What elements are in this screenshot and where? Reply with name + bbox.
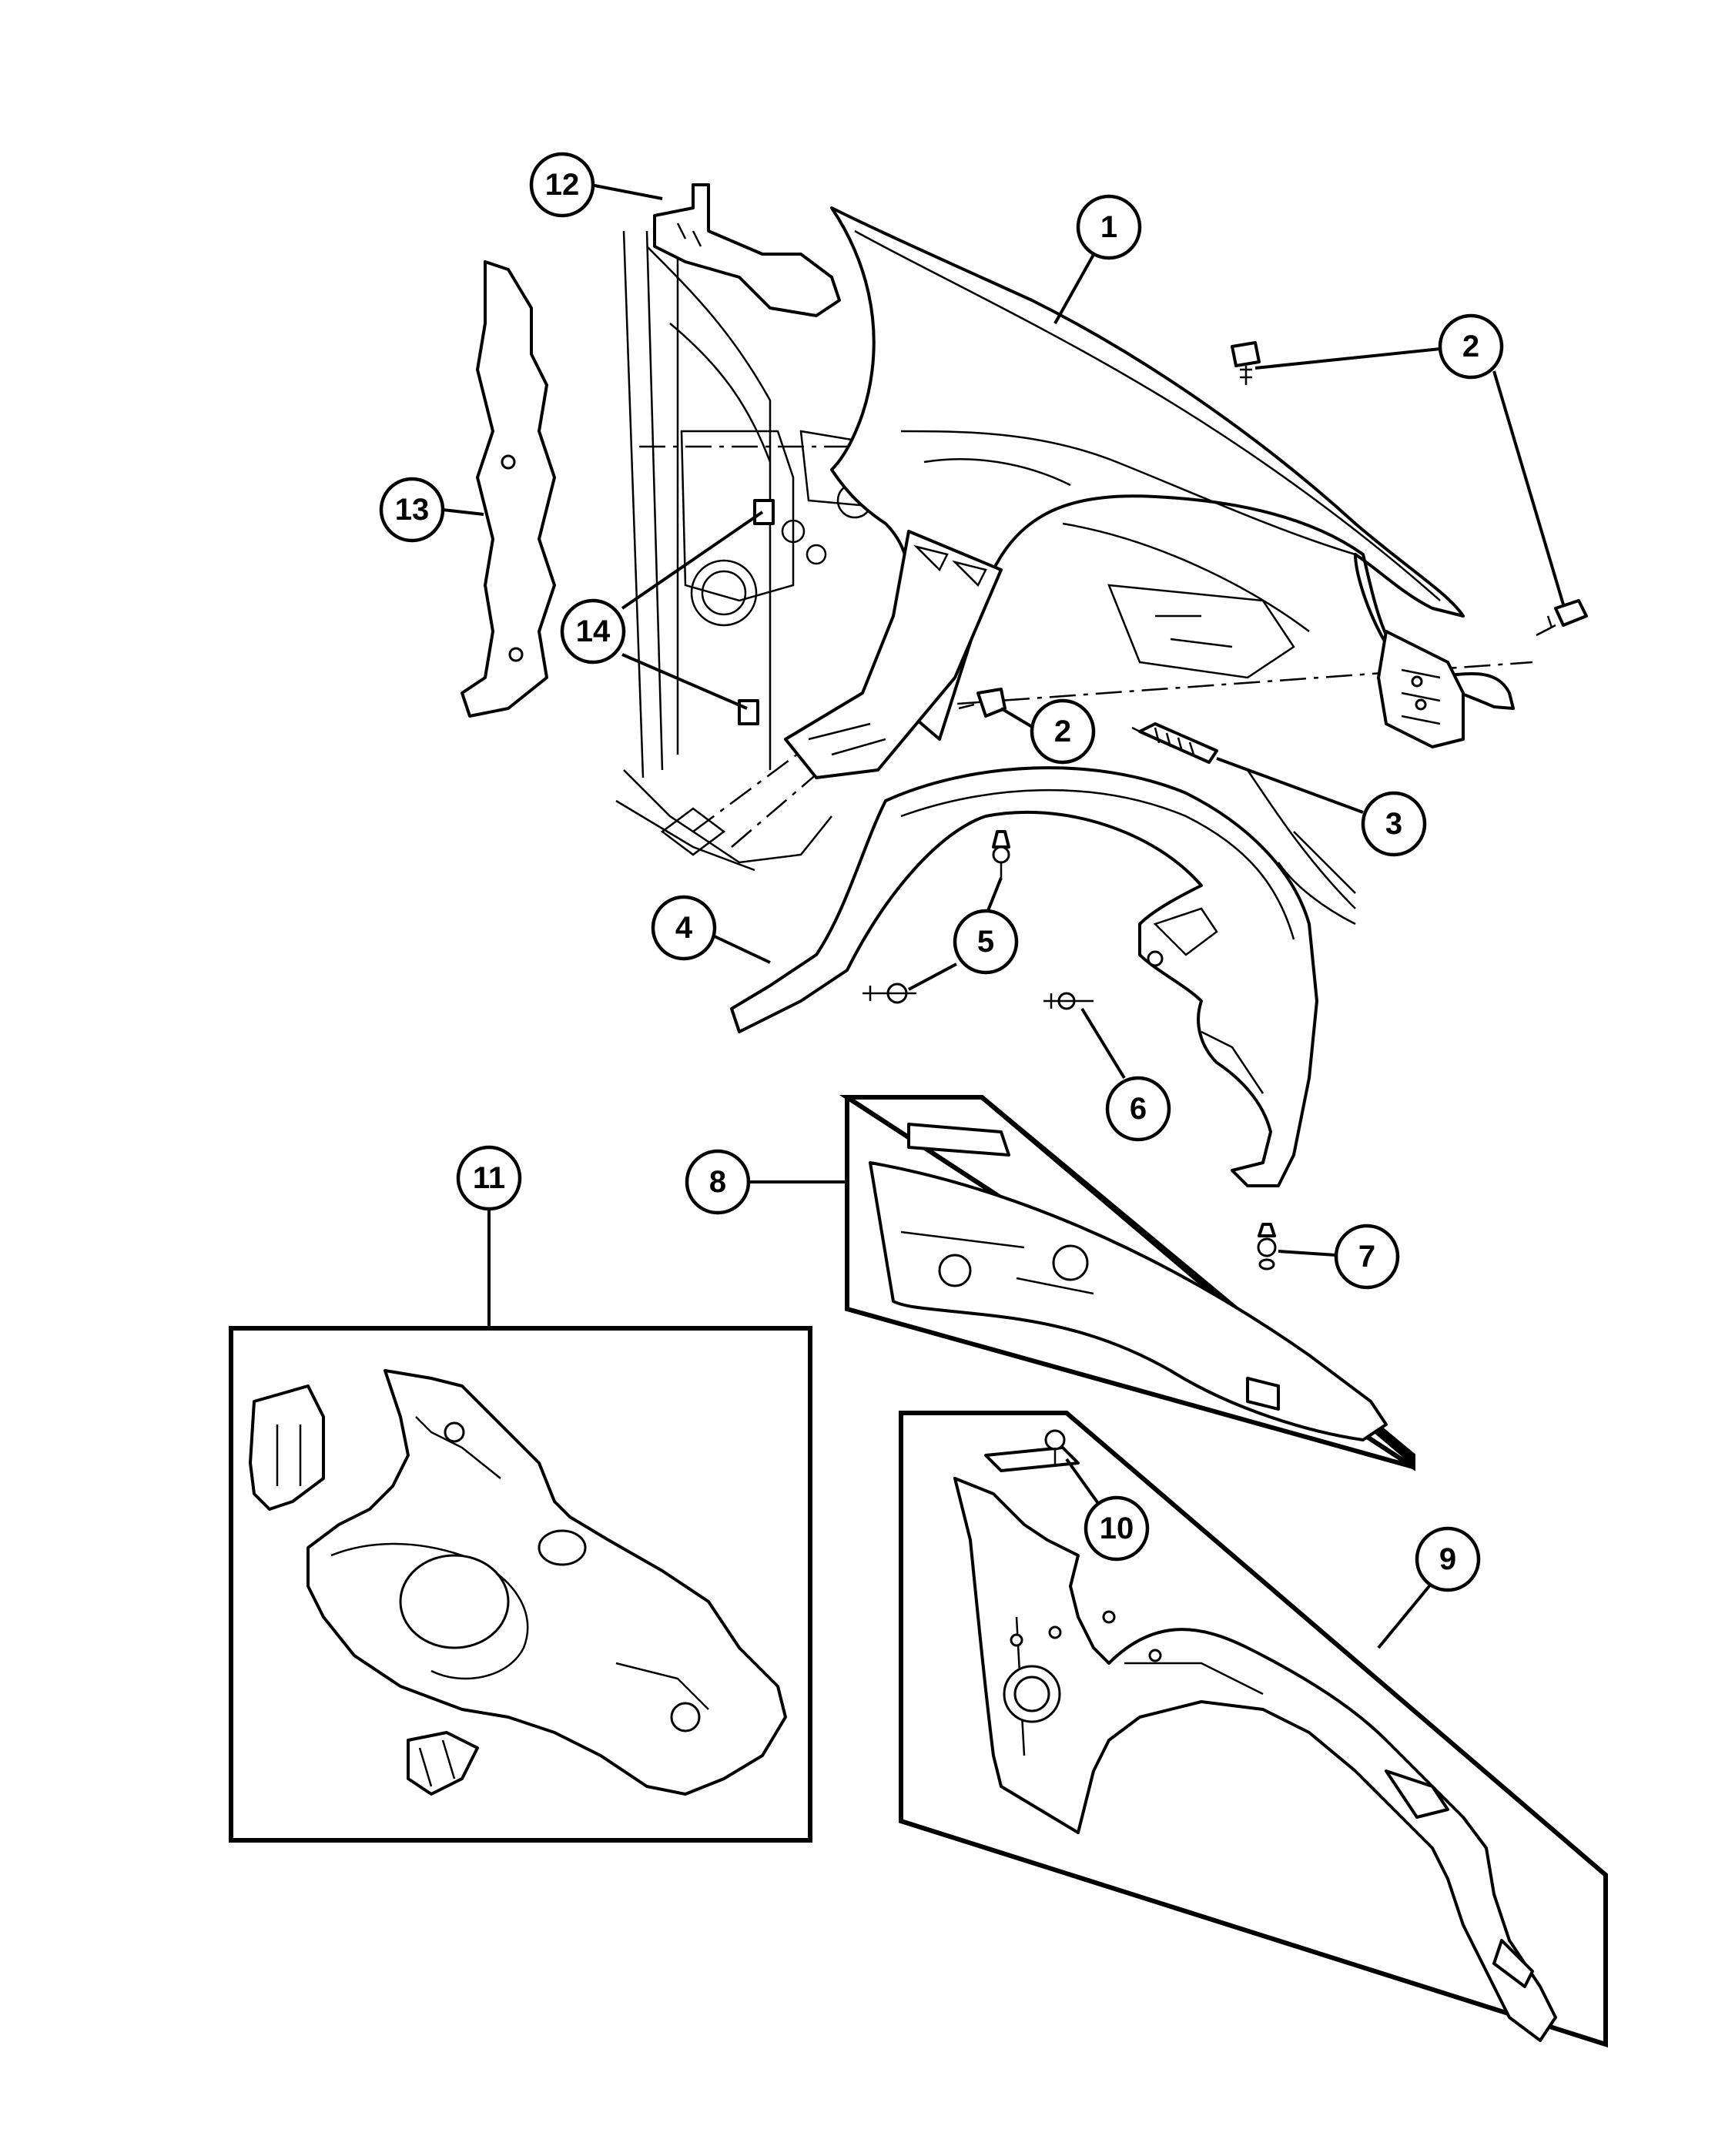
clip-14 [738,499,775,725]
leader-4 [704,930,771,964]
callout-12: 12 [529,152,595,218]
part-8-group [839,1095,1415,1471]
callout-1: 1 [1076,194,1142,260]
leader-6 [1080,1007,1126,1080]
callout-2a-label: 2 [1462,330,1479,363]
callout-7-label: 7 [1358,1240,1375,1274]
callout-4: 4 [651,895,717,961]
callout-7: 7 [1334,1224,1400,1290]
fastener-5 [862,830,1010,1004]
leader-12 [590,183,663,200]
bolt-2 [958,341,1588,718]
fender-liner-front [784,530,1003,779]
callout-5: 5 [953,909,1019,975]
leader-3 [1216,757,1364,814]
callout-13-label: 13 [395,493,430,527]
bracket-12 [653,183,841,317]
callout-11-label: 11 [473,1161,505,1195]
leader-2a [1254,346,1449,370]
callout-6-label: 6 [1130,1092,1147,1126]
leader-2b [1000,707,1035,729]
leader-lines [442,183,1565,1649]
bracket-10 [984,1429,1080,1472]
callout-3-label: 3 [1385,807,1402,841]
callout-6: 6 [1105,1076,1171,1142]
callout-4-label: 4 [675,911,693,945]
callout-2a: 2 [1438,313,1504,380]
part-11-group [229,1326,812,1843]
leader-13 [442,508,484,516]
callout-10: 10 [1084,1495,1150,1562]
fastener-6 [1043,992,1094,1010]
leader-14b [621,653,748,710]
callout-8: 8 [685,1149,751,1215]
callout-13: 13 [379,477,445,543]
splash-shield-4 [730,766,1318,1187]
leader-5b [908,962,957,991]
callout-11: 11 [456,1145,522,1211]
callout-14: 14 [560,598,626,665]
callout-8-label: 8 [709,1165,726,1199]
leader-9 [1377,1581,1434,1649]
callout-2b: 2 [1030,698,1096,765]
callout-3: 3 [1361,791,1427,857]
callout-12-label: 12 [545,168,580,202]
callout-9: 9 [1415,1526,1481,1592]
front-fender [830,206,1515,748]
callout-10-label: 10 [1100,1512,1134,1545]
leader-7 [1278,1250,1337,1257]
callout-2b-label: 2 [1054,715,1071,748]
leader-2a-b [1492,370,1565,605]
fastener-7 [1257,1223,1277,1270]
callout-14-label: 14 [576,614,611,648]
leader-14a [621,511,764,610]
bolt-3 [1131,722,1218,764]
callout-9-label: 9 [1439,1542,1456,1576]
seal-strip-13 [461,260,556,718]
part-9-group [899,1411,1608,2048]
callout-5-label: 5 [977,925,994,959]
callout-1-label: 1 [1100,210,1117,244]
